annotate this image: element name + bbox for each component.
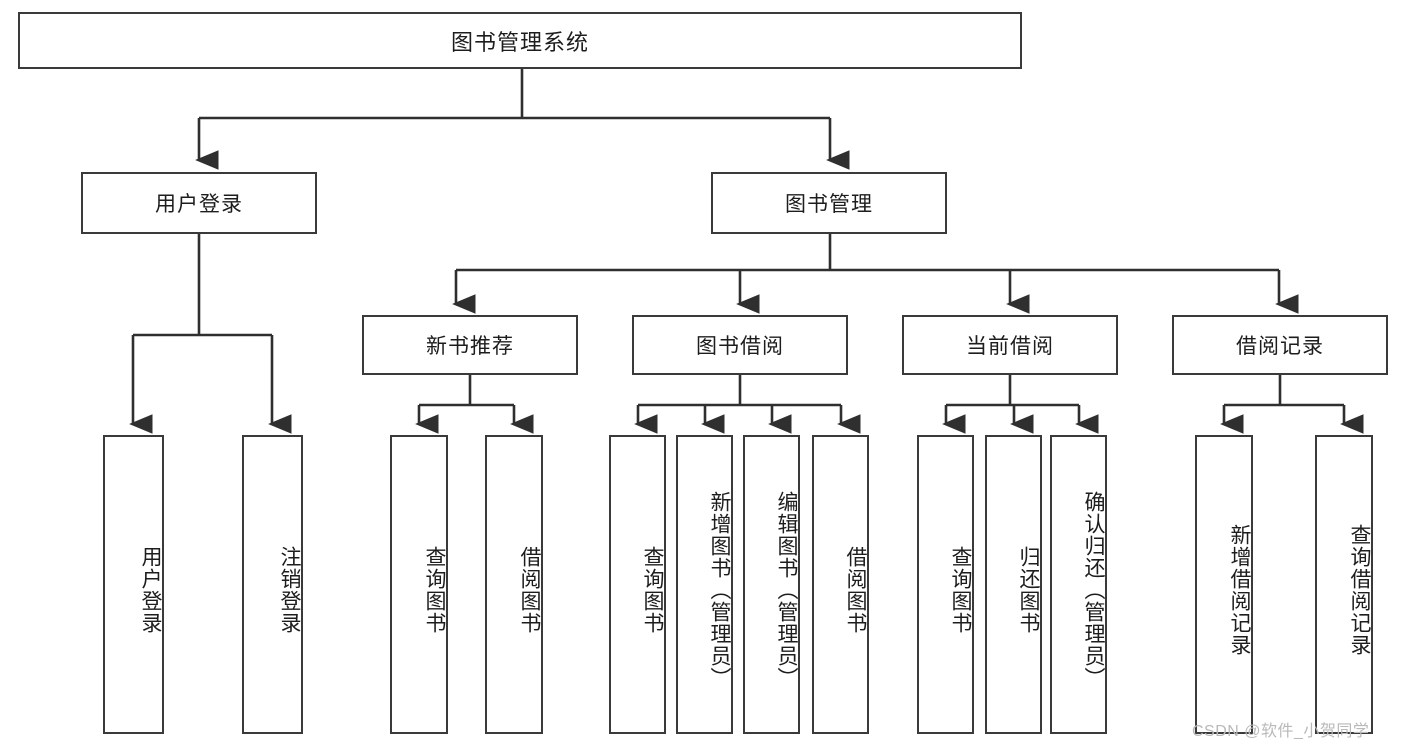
node-root[interactable]: 图书管理系统 <box>18 12 1022 69</box>
leaf-logout[interactable]: 注销登录 <box>242 435 303 734</box>
leaf-confirm-return-admin[interactable]: 确认归还（管理员） <box>1050 435 1107 734</box>
leaf-add-borrow-record[interactable]: 新增借阅记录 <box>1195 435 1253 734</box>
leaf-borrow-book-recommend[interactable]: 借阅图书 <box>485 435 543 734</box>
leaf-add-book-admin[interactable]: 新增图书（管理员） <box>676 435 733 734</box>
node-user-login[interactable]: 用户登录 <box>81 172 317 234</box>
leaf-query-book-recommend[interactable]: 查询图书 <box>390 435 448 734</box>
leaf-edit-book-admin[interactable]: 编辑图书（管理员） <box>743 435 800 734</box>
leaf-query-borrow-record[interactable]: 查询借阅记录 <box>1315 435 1373 734</box>
node-borrow-record[interactable]: 借阅记录 <box>1172 315 1388 375</box>
leaf-query-book-borrow[interactable]: 查询图书 <box>609 435 666 734</box>
node-book-borrow[interactable]: 图书借阅 <box>632 315 848 375</box>
leaf-borrow-book[interactable]: 借阅图书 <box>812 435 869 734</box>
watermark: CSDN @软件_小贺同学 <box>1192 723 1370 740</box>
leaf-query-book-current[interactable]: 查询图书 <box>917 435 974 734</box>
node-book-management[interactable]: 图书管理 <box>711 172 947 234</box>
node-new-book-recommend[interactable]: 新书推荐 <box>362 315 578 375</box>
node-current-borrow[interactable]: 当前借阅 <box>902 315 1118 375</box>
leaf-return-book[interactable]: 归还图书 <box>985 435 1042 734</box>
leaf-user-login[interactable]: 用户登录 <box>103 435 164 734</box>
